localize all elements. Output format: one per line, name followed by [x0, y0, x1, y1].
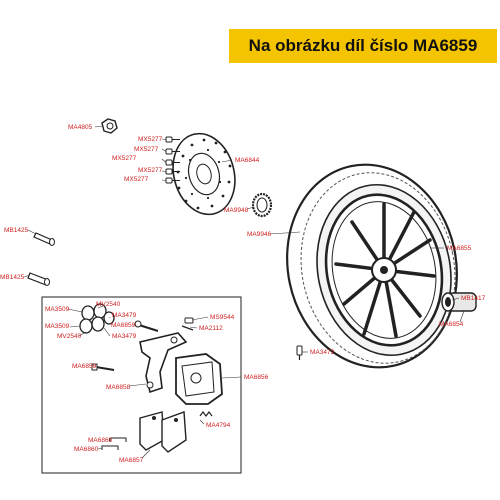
rear-wheel[interactable] — [269, 149, 476, 383]
label-ms9544[interactable]: MS9544 — [210, 314, 235, 321]
part-labels: MA4805 MX5277 MX5277 MX5277 MX5277 MX527… — [0, 124, 486, 464]
axle-nut[interactable] — [101, 118, 118, 134]
label-mx5277-2[interactable]: MX5277 — [134, 146, 159, 153]
disc-bolts[interactable] — [165, 136, 180, 184]
label-ma6858[interactable]: MA6858 — [106, 384, 131, 391]
label-ma6859-2[interactable]: MA6859 — [72, 363, 97, 370]
brake-pad-left[interactable] — [139, 411, 165, 451]
caliper-mount-bolt[interactable] — [91, 363, 115, 371]
disc-holes — [176, 138, 232, 210]
wheel-axle — [380, 266, 388, 274]
disc-inner-ring — [187, 152, 221, 196]
label-mx5277-4[interactable]: MX5277 — [138, 167, 163, 174]
label-mv2540-1[interactable]: MV2540 — [96, 301, 121, 308]
brake-disc[interactable] — [164, 127, 243, 222]
brake-pad-spring[interactable] — [199, 411, 213, 417]
tyre-valve[interactable] — [296, 345, 303, 360]
label-ma6856[interactable]: MA6856 — [244, 374, 269, 381]
collar-lower[interactable] — [27, 272, 50, 286]
label-ma6855[interactable]: MA6855 — [447, 245, 472, 252]
label-ma2112[interactable]: MA2112 — [199, 325, 223, 332]
tyre-tread — [300, 172, 456, 364]
label-ma6860-1[interactable]: MA6860 — [88, 437, 113, 444]
label-ma6854[interactable]: MA6854 — [439, 321, 464, 328]
label-mb1425-2[interactable]: MB1425 — [0, 274, 25, 281]
caliper-pistons[interactable] — [79, 303, 115, 334]
caliper-bracket[interactable] — [139, 332, 188, 394]
label-ma3479-2[interactable]: MA3479 — [112, 333, 137, 340]
bearing-spacer[interactable] — [441, 292, 477, 312]
label-ma9946[interactable]: MA9946 — [247, 231, 272, 238]
banner-text: Na obrázku díl číslo MA6859 — [248, 36, 478, 55]
label-ma3472[interactable]: MA3472 — [310, 349, 335, 356]
rim-inner — [331, 201, 437, 339]
label-ma3509-1[interactable]: MA3509 — [45, 306, 70, 313]
disc-center — [196, 163, 212, 185]
leader-lines — [23, 125, 465, 459]
collar-upper[interactable] — [33, 232, 55, 246]
label-mb1425-1[interactable]: MB1425 — [4, 227, 29, 234]
label-mx5277-3[interactable]: MX5277 — [112, 155, 137, 162]
label-ma3509-2[interactable]: MA3509 — [45, 323, 70, 330]
caliper-body[interactable] — [175, 353, 223, 405]
title-banner: Na obrázku díl číslo MA6859 — [229, 29, 497, 63]
label-ma4794[interactable]: MA4794 — [206, 422, 231, 429]
brake-pad-right[interactable] — [161, 411, 187, 453]
caliper-pin-bolt[interactable] — [134, 320, 159, 332]
label-ma4805[interactable]: MA4805 — [68, 124, 93, 131]
label-ma6844[interactable]: MA6844 — [235, 157, 260, 164]
caliper-box — [41, 296, 242, 474]
label-mx5277-1[interactable]: MX5277 — [138, 136, 163, 143]
label-ma9948[interactable]: MA9948 — [224, 207, 249, 214]
label-mx5277-5[interactable]: MX5277 — [124, 176, 149, 183]
seal-ring[interactable] — [251, 192, 273, 218]
label-mb1417[interactable]: MB1417 — [461, 295, 486, 302]
bleeder-screw[interactable] — [181, 317, 194, 331]
label-ma6860-2[interactable]: MA6860 — [74, 446, 99, 453]
label-mv2540-2[interactable]: MV2540 — [57, 333, 82, 340]
label-ma3479-1[interactable]: MA3479 — [112, 312, 137, 319]
label-ma6857[interactable]: MA6857 — [119, 457, 144, 464]
label-ma6859-1[interactable]: MA6859 — [111, 322, 136, 329]
